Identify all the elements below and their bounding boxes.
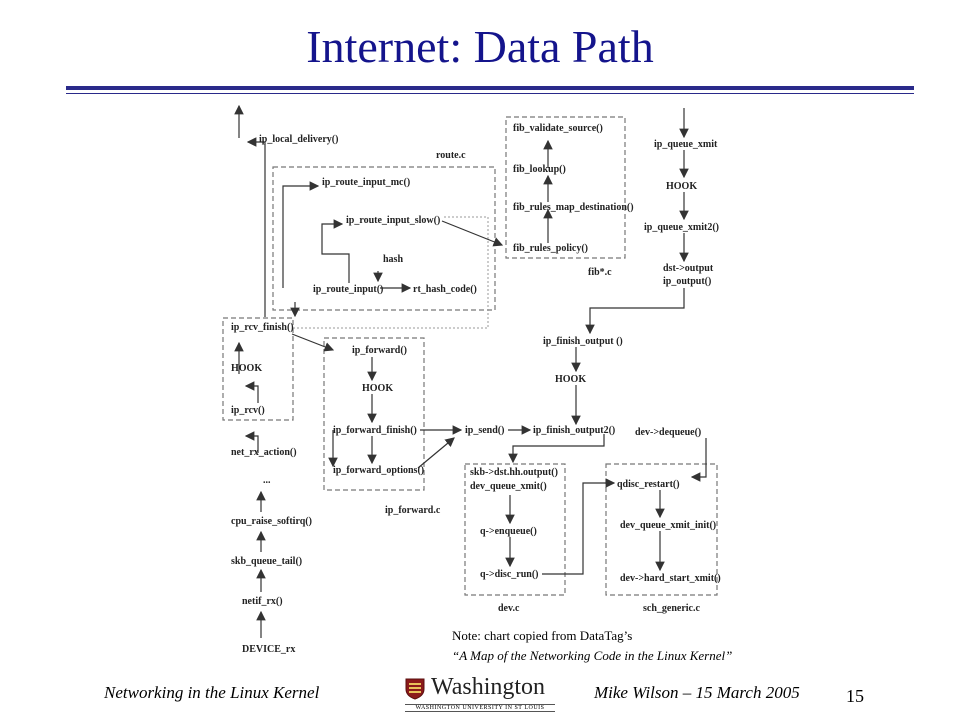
file-label-fib-c: fib*.c <box>588 267 612 278</box>
node-cpu-raise-softirq: cpu_raise_softirq() <box>231 516 312 527</box>
node-ip-route-input: ip_route_input() <box>313 284 383 295</box>
node-dev-queue-xmit: dev_queue_xmit() <box>470 481 547 492</box>
node-ip-output: ip_output() <box>663 276 711 287</box>
node-rt-hash-code: rt_hash_code() <box>413 284 477 295</box>
node-dev-dequeue: dev->dequeue() <box>635 427 701 438</box>
node-dev-queue-xmit-init: dev_queue_xmit_init() <box>620 520 716 531</box>
node-ip-forward: ip_forward() <box>352 345 407 356</box>
slide-title: Internet: Data Path <box>306 21 654 72</box>
node-ellipsis: ... <box>263 475 271 486</box>
sch-generic-box <box>605 463 718 596</box>
node-ip-queue-xmit: ip_queue_xmit <box>654 139 718 150</box>
file-label-sch-generic-c: sch_generic.c <box>643 603 700 614</box>
node-dst-output: dst->output <box>663 263 714 274</box>
footer-left: Networking in the Linux Kernel <box>104 683 320 702</box>
node-ip-rcv-finish: ip_rcv_finish() <box>231 322 294 333</box>
node-ip-finish-output2: ip_finish_output2() <box>533 425 615 436</box>
logo-wordmark: Washington <box>431 674 546 700</box>
node-fib-rules-policy: fib_rules_policy() <box>513 243 588 254</box>
node-q-disc-run: q->disc_run() <box>480 569 538 580</box>
file-label-dev-c: dev.c <box>498 603 520 614</box>
node-qdisc-restart: qdisc_restart() <box>617 479 680 490</box>
fib-c-box <box>505 116 626 259</box>
node-skb-queue-tail: skb_queue_tail() <box>231 556 302 567</box>
file-label-route-c: route.c <box>436 150 466 161</box>
node-fib-validate-source: fib_validate_source() <box>513 123 603 134</box>
node-netif-rx: netif_rx() <box>242 596 283 607</box>
node-ip-rcv: ip_rcv() <box>231 405 265 416</box>
node-hook-forward: HOOK <box>362 383 393 394</box>
note-line-1: Note: chart copied from DataTag’s <box>452 628 633 643</box>
source-note: Note: chart copied from DataTag’s “A Map… <box>452 626 732 666</box>
node-skb-dst-output: skb->dst.hh.output() <box>470 467 558 478</box>
logo-subtitle: WASHINGTON UNIVERSITY IN ST LOUIS <box>405 704 555 712</box>
node-ip-forward-finish: ip_forward_finish() <box>333 425 417 436</box>
node-hash: hash <box>383 254 403 265</box>
node-ip-finish-output: ip_finish_output () <box>543 336 623 347</box>
connectors <box>234 104 707 638</box>
node-net-rx-action: net_rx_action() <box>231 447 297 458</box>
node-ip-send: ip_send() <box>465 425 504 436</box>
dev-c-box <box>464 463 566 596</box>
node-hook-output: HOOK <box>555 374 586 385</box>
file-label-ip-forward-c: ip_forward.c <box>385 505 441 516</box>
title-rule-thick <box>66 86 914 90</box>
node-fib-lookup: fib_lookup() <box>513 164 566 175</box>
page-number: 15 <box>846 686 864 706</box>
note-line-2: “A Map of the Networking Code in the Lin… <box>452 648 733 663</box>
node-hook-queue-xmit: HOOK <box>666 181 697 192</box>
node-device-rx: DEVICE_rx <box>242 644 295 655</box>
node-ip-forward-options: ip_forward_options() <box>333 465 424 476</box>
node-ip-route-input-mc: ip_route_input_mc() <box>322 177 410 188</box>
node-ip-local-delivery: ip_local_delivery() <box>259 134 338 145</box>
university-logo: Washington WASHINGTON UNIVERSITY IN ST L… <box>405 674 557 712</box>
title-rule-thin <box>66 93 914 94</box>
node-ip-queue-xmit2: ip_queue_xmit2() <box>644 222 719 233</box>
footer-right: Mike Wilson – 15 March 2005 <box>594 683 800 702</box>
node-q-enqueue: q->enqueue() <box>480 526 537 537</box>
ip-rcv-box <box>222 317 294 421</box>
ip-forward-box <box>323 337 425 491</box>
node-fib-rules-map-destination: fib_rules_map_destination() <box>513 202 634 213</box>
route-c-box <box>272 166 496 311</box>
node-dev-hard-start-xmit: dev->hard_start_xmit() <box>620 573 721 584</box>
dotted-return-path <box>293 216 489 329</box>
node-ip-route-input-slow: ip_route_input_slow() <box>346 215 440 226</box>
node-hook-rcv: HOOK <box>231 363 262 374</box>
shield-icon <box>405 678 425 700</box>
